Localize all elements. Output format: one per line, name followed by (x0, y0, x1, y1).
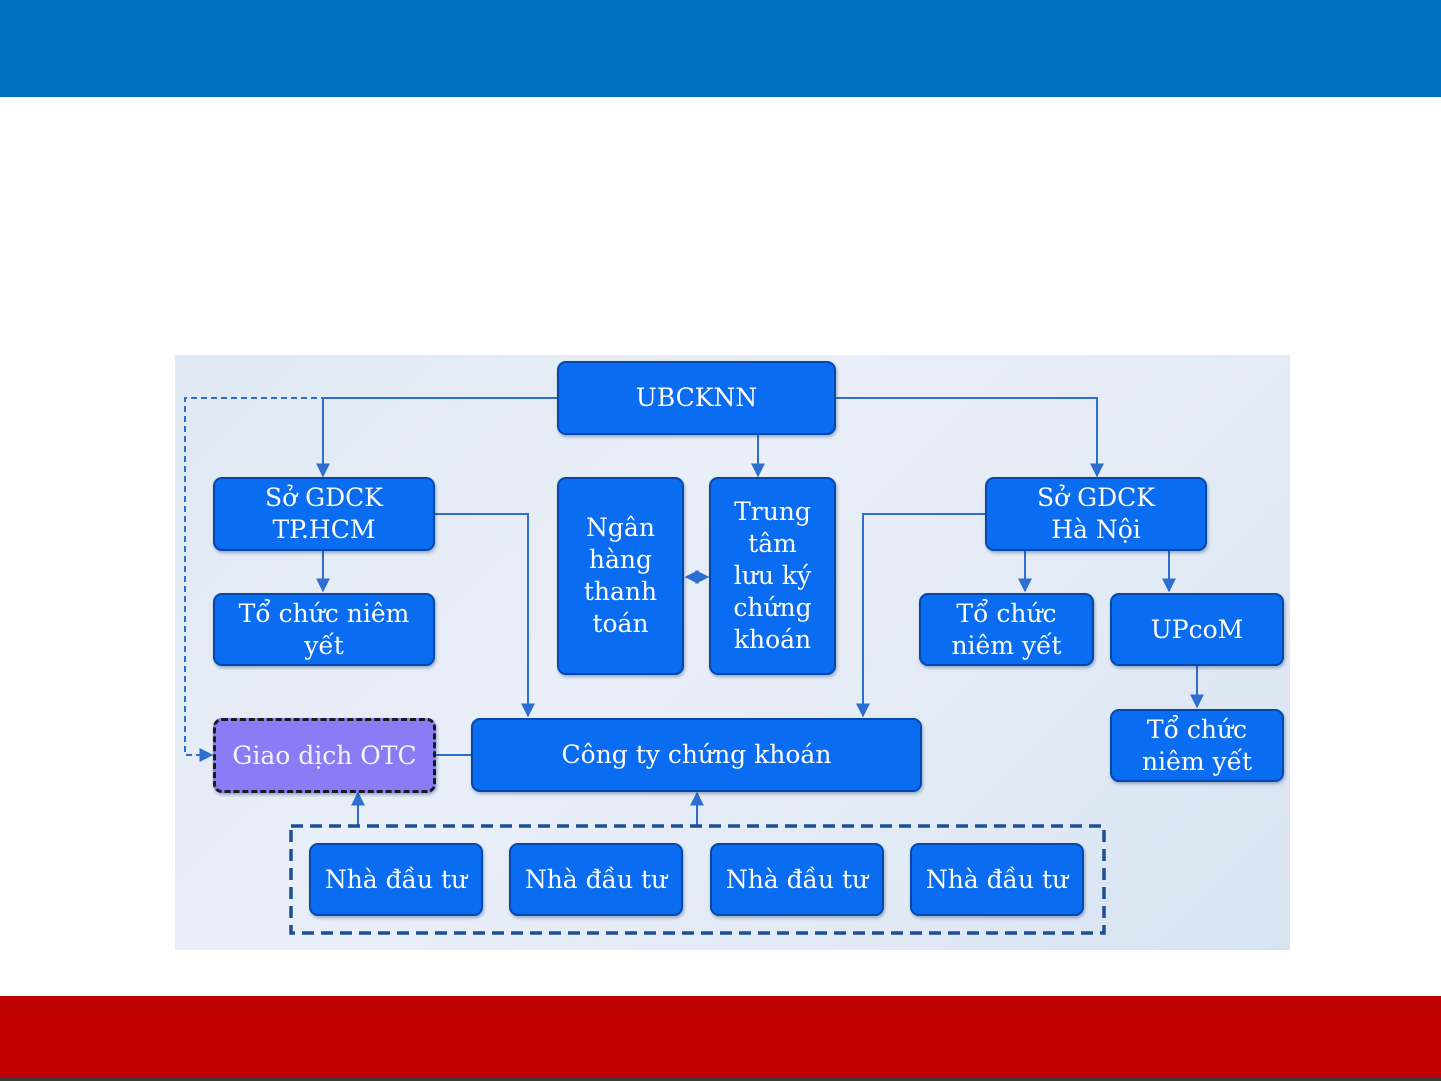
hnx-node: Sở GDCK Hà Nội (985, 477, 1207, 551)
footer-bar (0, 996, 1441, 1081)
securities-company-node: Công ty chứng khoán (471, 718, 922, 792)
header-bar (0, 0, 1441, 97)
market-structure-diagram: UBCKNN Sở GDCK TP.HCM Ngân hàng thanh to… (175, 355, 1290, 950)
bank-node: Ngân hàng thanh toán (557, 477, 684, 675)
link-ubcknn-otc (185, 398, 557, 755)
link-ubcknn-hnx (836, 398, 1097, 476)
hose-node: Sở GDCK TP.HCM (213, 477, 435, 551)
investor-node: Nhà đầu tư (910, 843, 1084, 916)
investor-node: Nhà đầu tư (309, 843, 483, 916)
depository-node: Trung tâm lưu ký chứng khoán (709, 477, 836, 675)
ubcknn-node: UBCKNN (557, 361, 836, 435)
link-ubcknn-hose (323, 398, 557, 476)
listed-hcm-node: Tổ chức niêm yết (213, 593, 435, 666)
otc-trading-node: Giao dịch OTC (213, 718, 436, 793)
investor-node: Nhà đầu tư (509, 843, 683, 916)
listed-upcom-node: Tổ chức niêm yết (1110, 709, 1284, 782)
link-hose-company (435, 514, 528, 716)
upcom-node: UPcoM (1110, 593, 1284, 666)
investor-node: Nhà đầu tư (710, 843, 884, 916)
listed-hn-node: Tổ chức niêm yết (919, 593, 1094, 666)
